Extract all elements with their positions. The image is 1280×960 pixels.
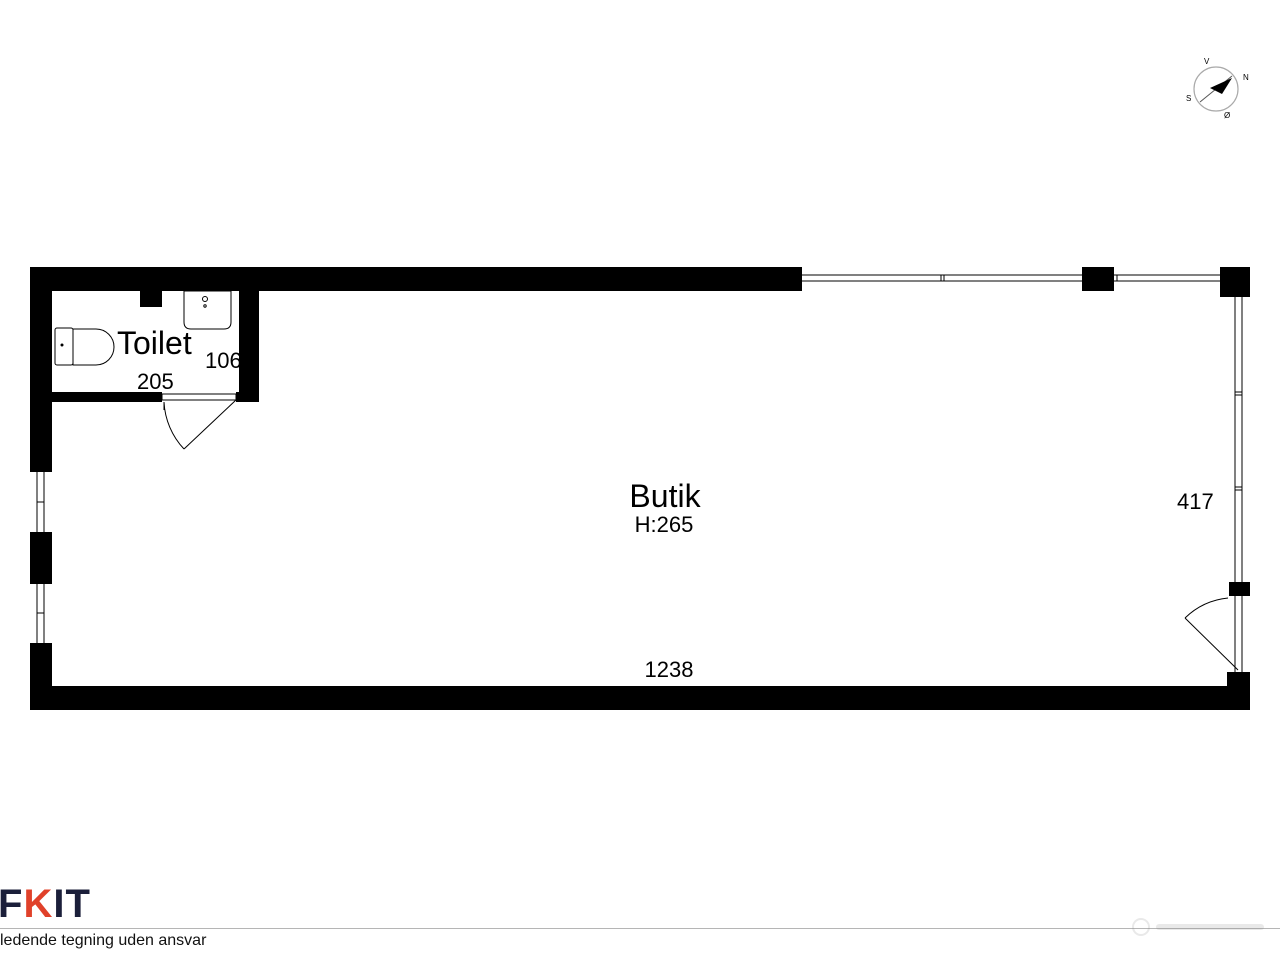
doors — [161, 393, 1239, 671]
watermark-icon — [1132, 918, 1264, 936]
wall-right-pier-mid — [1229, 582, 1250, 596]
compass-east: Ø — [1224, 111, 1230, 120]
window-right — [1234, 297, 1243, 582]
toilet-width: 205 — [137, 369, 174, 394]
wall-bottom — [30, 686, 1250, 710]
compass-north: N — [1243, 73, 1249, 82]
butik-height: H:265 — [635, 512, 694, 537]
window-top-2 — [1114, 274, 1220, 282]
labels: Toilet 106 205 Butik H:265 417 1238 — [117, 325, 1214, 682]
butik-label: Butik — [629, 478, 701, 514]
wall-right-pier-bottom — [1227, 672, 1250, 710]
butik-width: 417 — [1177, 489, 1214, 514]
walls — [30, 267, 1250, 710]
window-left-lower — [36, 584, 45, 643]
window-left-upper — [36, 472, 45, 532]
wall-left-upper — [30, 267, 52, 472]
toilet-wall-right — [239, 291, 259, 402]
wall-top-left — [30, 267, 802, 291]
toilet-wall-bottom-left — [52, 392, 162, 402]
brand-logo: FKIT — [0, 884, 91, 924]
compass-west: V — [1204, 57, 1210, 66]
toilet-bowl-fixture — [54, 327, 115, 366]
wall-left-pier — [30, 532, 52, 584]
footer-divider — [0, 928, 1280, 929]
compass-ring — [1193, 66, 1239, 112]
door-frame-right — [1234, 596, 1243, 672]
toilet-nub — [140, 291, 162, 307]
compass-south: S — [1186, 94, 1191, 103]
wall-pier-top — [1082, 267, 1114, 291]
toilet-depth: 106 — [205, 348, 242, 373]
logo-mark: K — [23, 882, 54, 926]
toilet-label: Toilet — [117, 325, 192, 361]
windows — [36, 274, 1243, 672]
compass-needle-icon — [1210, 78, 1232, 94]
disclaimer-text: ledende tegning uden ansvar — [0, 932, 207, 949]
window-top-1 — [802, 274, 1082, 282]
wall-corner-top-right — [1220, 267, 1250, 297]
door-toilet — [161, 393, 237, 450]
butik-length: 1238 — [645, 657, 694, 682]
fixtures — [54, 290, 232, 366]
logo-part-right: IT — [53, 882, 91, 926]
toilet-wall-bottom-right — [236, 392, 259, 402]
logo-part-left: F — [0, 882, 24, 926]
sink-fixture — [183, 290, 232, 330]
door-entrance — [1184, 597, 1239, 671]
compass: N Ø S V — [1186, 57, 1249, 120]
